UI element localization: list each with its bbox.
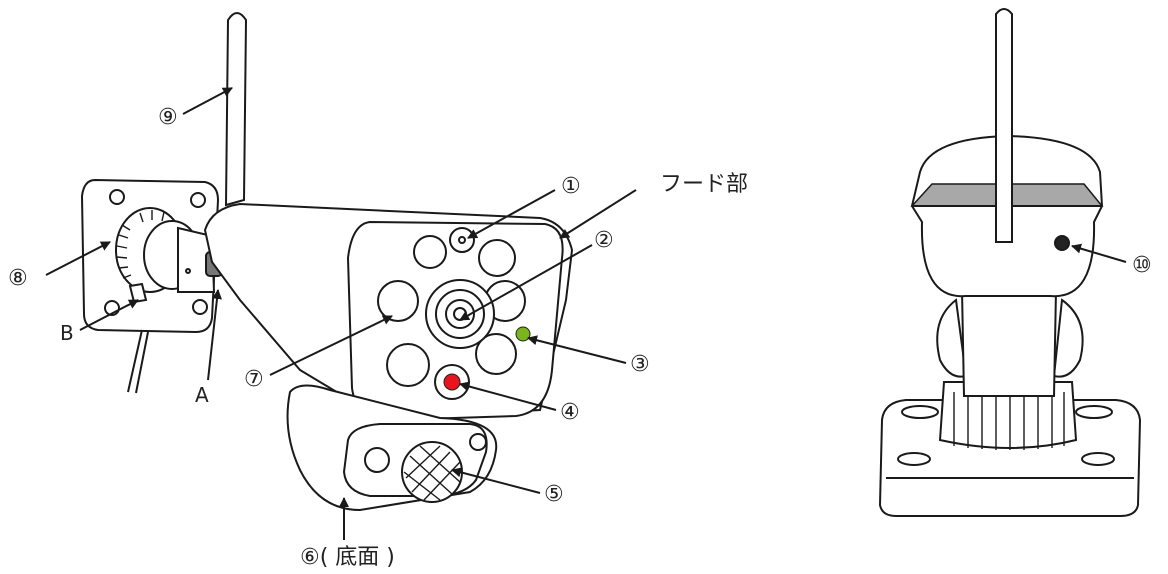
label-9: ⑨ — [158, 105, 178, 130]
label-10: ⑩ — [1132, 253, 1152, 278]
label-7: ⑦ — [244, 367, 264, 392]
green-led — [515, 326, 531, 342]
label-4: ④ — [560, 400, 580, 425]
label-b: B — [60, 321, 74, 345]
label-a: A — [195, 383, 209, 407]
antenna — [224, 12, 248, 207]
label-8: ⑧ — [8, 266, 28, 291]
label-6: ⑥( 底面 ) — [300, 545, 395, 570]
callout-arrows — [45, 87, 1127, 540]
label-1: ① — [561, 174, 581, 199]
back-antenna — [995, 8, 1013, 243]
red-led — [443, 373, 461, 391]
callout-labels: ① フード部 ② ③ ④ ⑤ ⑥( 底面 ) ⑦ ⑧ ⑨ ⑩ A B — [8, 105, 1152, 570]
label-5: ⑤ — [544, 482, 564, 507]
label-hood: フード部 — [660, 172, 748, 197]
back-view — [878, 8, 1142, 517]
front-view — [80, 12, 574, 512]
label-3: ③ — [630, 352, 650, 377]
back-port-dot — [1054, 235, 1070, 251]
label-2: ② — [594, 228, 614, 253]
